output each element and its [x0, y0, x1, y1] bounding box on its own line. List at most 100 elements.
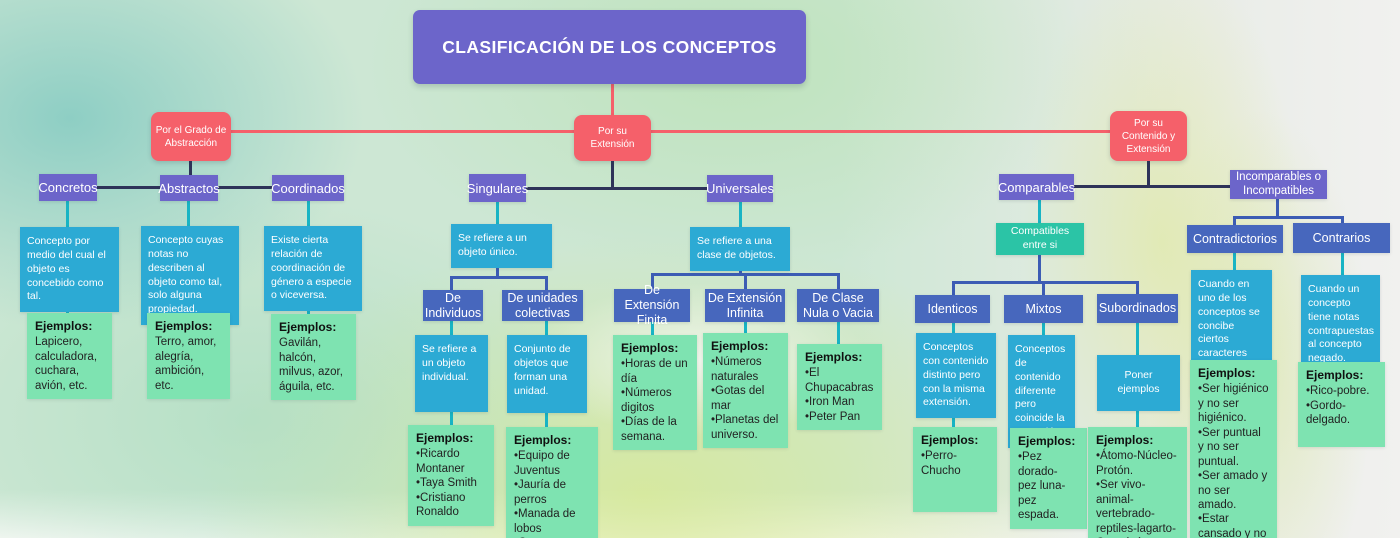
connector-line — [837, 322, 840, 344]
node-contradictorios: Contradictorios — [1187, 225, 1283, 253]
node-label: Contrarios — [1312, 230, 1371, 245]
desc-abstractos: Concepto cuyas notas no describen al obj… — [141, 226, 239, 326]
examples-label: Ejemplos: — [1018, 434, 1076, 448]
connector-line — [1233, 219, 1236, 225]
connector-line — [744, 322, 747, 333]
node-label: Coordinados — [271, 180, 345, 196]
desc-text: Existe cierta relación de coordinación d… — [271, 234, 352, 302]
connector-line — [496, 202, 499, 225]
desc-text: Poner ejemplos — [1117, 369, 1160, 395]
connector-line — [611, 84, 614, 115]
connector-line — [187, 201, 190, 227]
connector-line — [307, 201, 310, 227]
connector-line — [1038, 255, 1041, 282]
connector-line — [189, 161, 192, 176]
connector-line — [952, 323, 955, 333]
connector-line — [651, 276, 654, 289]
node-de-clase-nula-o-vacia: De Clase Nula o Vacia — [797, 289, 879, 322]
examples-text: •El Chupacabras •Iron Man •Peter Pan — [805, 367, 874, 423]
connector-line — [545, 321, 548, 335]
node-comparables: Comparables — [998, 174, 1075, 200]
examples-label: Ejemplos: — [155, 319, 213, 333]
desc-singulares: Se refiere a un objeto único. — [451, 224, 552, 268]
examples-text: •Pez dorado- pez luna- pez espada. — [1018, 451, 1066, 522]
node-universales: Universales — [706, 175, 774, 202]
node-label: De unidades colectivas — [507, 290, 578, 320]
connector-line — [545, 279, 548, 290]
node-label: Por su Contenido y Extensión — [1121, 117, 1176, 155]
examples-label: Ejemplos: — [279, 320, 337, 334]
node-abstractos: Abstractos — [158, 175, 220, 201]
connector-line — [1042, 284, 1045, 295]
connector-line — [496, 262, 499, 277]
connector-line — [450, 412, 453, 425]
node-de-unidades-colectivas: De unidades colectivas — [502, 290, 583, 321]
connector-line — [1233, 216, 1344, 219]
connector-line — [739, 202, 742, 227]
examples-label: Ejemplos: — [805, 350, 863, 364]
desc-text: Compatibles entre si — [1010, 225, 1070, 251]
node-label: Por el Grado de Abstracción — [155, 124, 227, 149]
node-label: Por su Extensión — [590, 126, 635, 150]
node-subordinados: Subordinados — [1097, 294, 1178, 323]
desc-text: Concepto cuyas notas no describen al obj… — [148, 234, 224, 316]
connector-line — [1136, 323, 1139, 355]
examples-label: Ejemplos: — [621, 341, 679, 355]
map-title: CLASIFICACIÓN DE LOS CONCEPTOS — [413, 10, 806, 84]
node-label: Abstractos — [158, 180, 220, 196]
node-concretos: Concretos — [38, 174, 98, 201]
examples-de-clase-nula: Ejemplos: •El Chupacabras •Iron Man •Pet… — [797, 344, 882, 431]
examples-label: Ejemplos: — [35, 319, 93, 333]
examples-label: Ejemplos: — [1096, 433, 1154, 447]
connector-line — [545, 413, 548, 427]
connector-line — [744, 276, 747, 289]
node-label: De Individuos — [424, 290, 482, 320]
node-label: Singulares — [466, 180, 529, 196]
connector-line — [952, 284, 955, 295]
connector-line — [1233, 253, 1236, 270]
desc-text: Conceptos de contenido diferente pero co… — [1015, 343, 1066, 438]
desc-coordinados: Existe cierta relación de coordinación d… — [264, 226, 362, 312]
node-singulares: Singulares — [466, 174, 529, 202]
examples-contradictorios: Ejemplos: •Ser higiénico y no ser higién… — [1190, 360, 1277, 538]
connector-line — [1038, 200, 1041, 223]
examples-contrarios: Ejemplos: •Rico-pobre. •Gordo-delgado. — [1298, 362, 1385, 447]
connector-line — [1276, 199, 1279, 217]
examples-mixtos: Ejemplos: •Pez dorado- pez luna- pez esp… — [1010, 428, 1087, 529]
examples-text: •Horas de un día •Números digitos •Días … — [621, 358, 688, 443]
examples-text: Lapicero, calculadora, cuchara, avión, e… — [35, 336, 98, 392]
examples-text: •Perro-Chucho — [921, 450, 961, 477]
examples-label: Ejemplos: — [1306, 368, 1364, 382]
examples-text: •Ricardo Montaner •Taya Smith •Cristiano… — [416, 448, 477, 519]
node-contrarios: Contrarios — [1293, 223, 1390, 253]
connector-line — [231, 130, 1110, 133]
desc-comparables-compatibles: Compatibles entre si — [996, 223, 1084, 255]
node-label: Mixtos — [1025, 301, 1062, 316]
connector-line — [66, 201, 69, 228]
desc-de-unidades-colectivas: Conjunto de objetos que forman una unida… — [507, 335, 587, 413]
examples-text: Terro, amor, alegría, ambición, etc. — [155, 336, 217, 392]
connector-line — [1073, 185, 1231, 188]
node-mixtos: Mixtos — [1004, 295, 1083, 323]
node-label: Subordinados — [1098, 301, 1177, 315]
desc-text: Se refiere a una clase de objetos. — [697, 235, 776, 261]
node-identicos: Identicos — [915, 295, 990, 323]
connector-line — [1341, 219, 1344, 223]
node-label: Universales — [706, 181, 774, 196]
examples-text: Gavilán, halcón, milvus, azor, águila, e… — [279, 337, 343, 393]
examples-text: •Átomo-Núcleo-Protón. •Ser vivo-animal-v… — [1096, 450, 1177, 538]
node-por-su-contenido-y-extension: Por su Contenido y Extensión — [1110, 111, 1187, 161]
map-title-text: CLASIFICACIÓN DE LOS CONCEPTOS — [442, 36, 777, 57]
examples-text: •Rico-pobre. •Gordo-delgado. — [1306, 385, 1370, 427]
connector-line — [1042, 323, 1045, 335]
examples-label: Ejemplos: — [921, 433, 979, 447]
desc-contrarios: Cuando un concepto tiene notas contrapue… — [1301, 275, 1380, 375]
node-incomparables-o-incompatibles: Incomparables o Incompatibles — [1230, 170, 1327, 199]
examples-label: Ejemplos: — [711, 339, 769, 353]
connector-line — [1341, 253, 1344, 275]
connector-line — [651, 322, 654, 335]
node-de-extension-infinita: De Extensión Infinita — [705, 289, 785, 322]
desc-subordinados: Poner ejemplos — [1097, 355, 1180, 411]
connector-line — [525, 187, 708, 190]
